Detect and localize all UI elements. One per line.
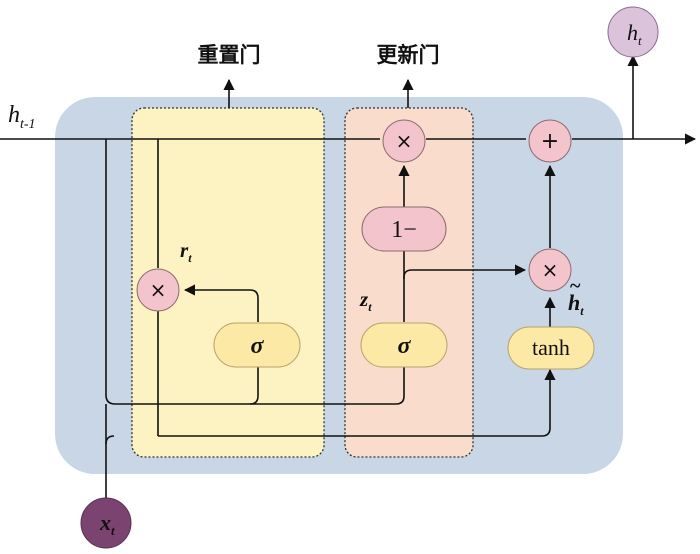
h-out-node: ht [607, 6, 659, 58]
update-gate-label: 更新门 [377, 43, 440, 67]
one-minus-node: 1− [361, 206, 447, 252]
update-sigma-node: σ [360, 322, 448, 368]
x-in-label: x [99, 510, 111, 535]
htilde-multiply-node: × [528, 248, 572, 292]
bus-lower [158, 368, 556, 437]
svg-text:xt: xt [99, 510, 115, 538]
h-prev-sub: t-1 [20, 117, 36, 132]
x-in-sub: t [111, 523, 115, 538]
update-multiply-node: × [382, 119, 426, 163]
reset-gate-label: 重置门 [198, 43, 261, 67]
svg-text:ht-1: ht-1 [8, 102, 36, 132]
r-label: r [180, 238, 189, 262]
h-out-label: h [627, 20, 638, 45]
reset-sigma-to-mult [183, 284, 259, 322]
reset-gate-region [131, 107, 325, 458]
svg-text:zt: zt [359, 287, 372, 314]
h-prev-label: h [8, 102, 20, 128]
plus-node: + [528, 119, 572, 163]
update-gate-region [344, 107, 474, 458]
z-to-htilde-mult [403, 264, 527, 279]
reset-multiply-node: × [136, 268, 180, 312]
bus-upper-reset [249, 366, 259, 405]
z-sub: t [368, 300, 372, 314]
tanh-label: tanh [532, 335, 570, 360]
tanh-node: tanh [507, 326, 595, 370]
plus-symbol: + [541, 129, 559, 154]
update-sigma-label: σ [398, 333, 412, 359]
svg-text:ht: ht [568, 290, 584, 318]
reset-sigma-label: σ [251, 333, 265, 359]
r-sub: t [188, 251, 192, 265]
h-tilde-mark: ~ [570, 275, 581, 297]
one-minus-label: 1− [391, 217, 417, 243]
svg-text:rt: rt [180, 238, 192, 265]
reset-multiply-symbol: × [150, 278, 167, 302]
update-multiply-symbol: × [396, 129, 413, 153]
svg-text:ht: ht [627, 20, 642, 48]
htilde-multiply-symbol: × [542, 258, 559, 282]
h-tilde-label: h [568, 290, 580, 315]
h-tilde-sub: t [580, 304, 584, 318]
x-in-node: xt [80, 497, 132, 549]
bus-upper [105, 360, 405, 405]
z-label: z [359, 287, 369, 311]
h-out-sub: t [638, 33, 642, 48]
reset-sigma-node: σ [213, 322, 301, 368]
